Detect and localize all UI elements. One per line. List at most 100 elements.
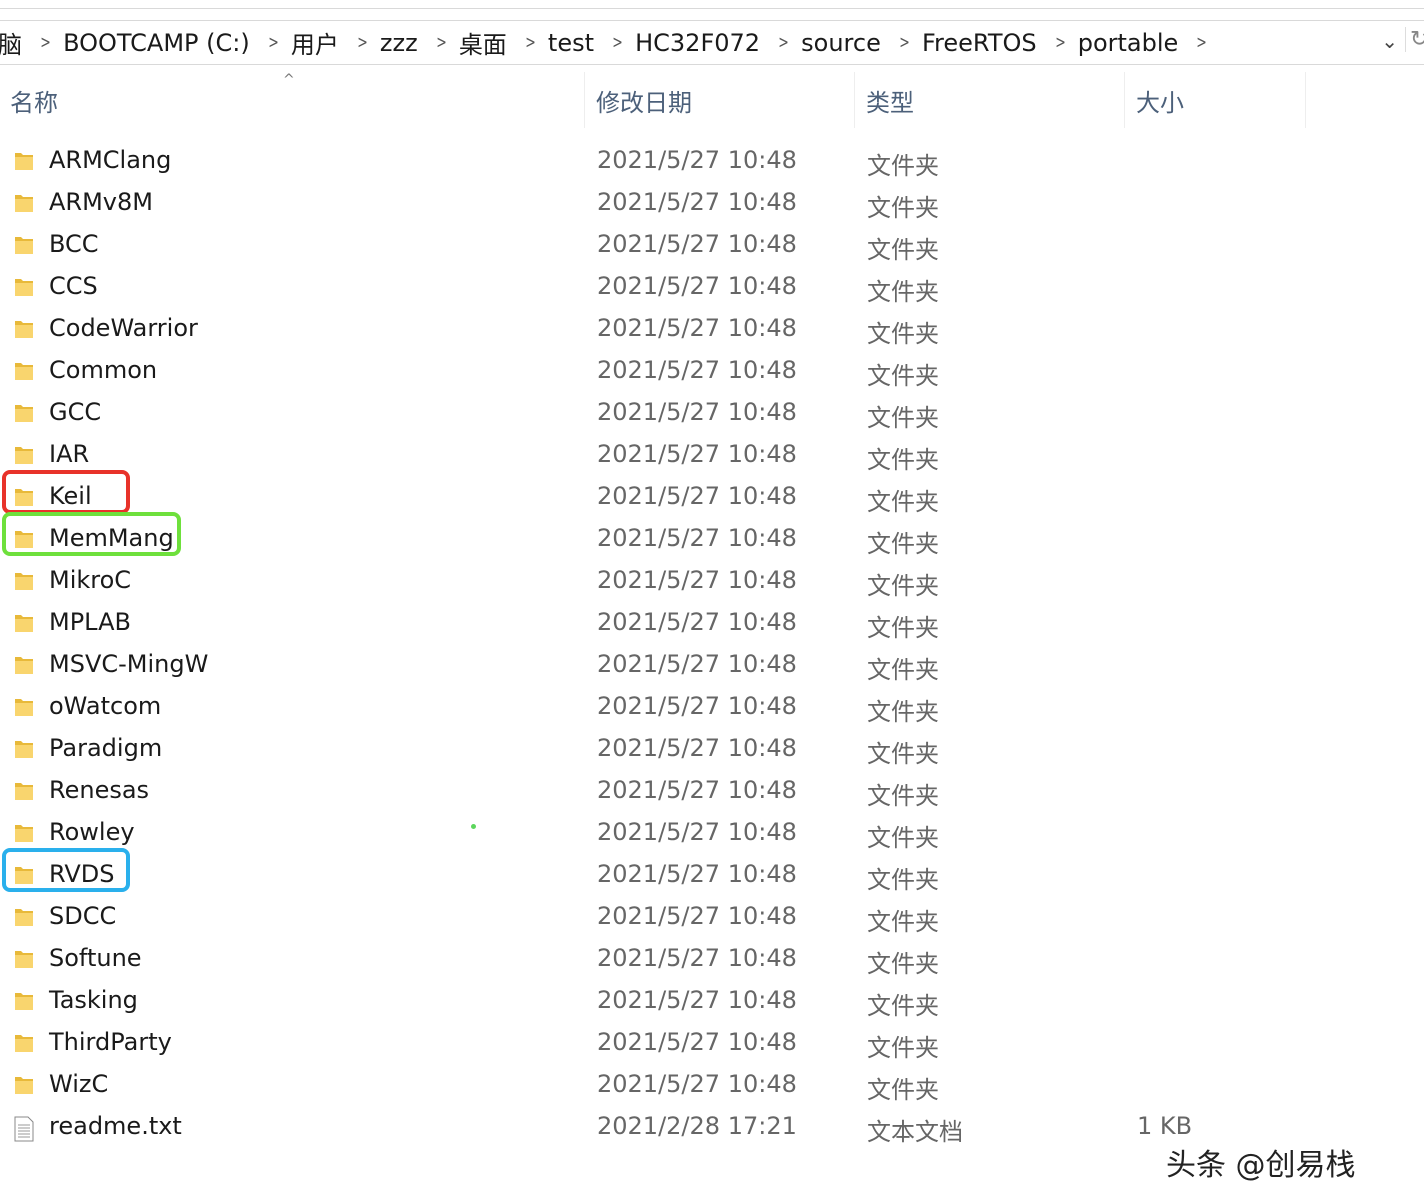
file-type: 文件夹 bbox=[867, 278, 939, 306]
file-name: CCS bbox=[49, 272, 98, 300]
file-name: ThirdParty bbox=[49, 1028, 172, 1056]
breadcrumb-item[interactable]: 脑 bbox=[0, 31, 22, 59]
folder-icon bbox=[14, 318, 34, 340]
file-type: 文件夹 bbox=[867, 1076, 939, 1104]
file-name: Renesas bbox=[49, 776, 150, 804]
chevron-down-icon[interactable]: ⌄ bbox=[1381, 29, 1398, 53]
file-name: MemMang bbox=[49, 524, 174, 552]
file-date: 2021/5/27 10:48 bbox=[597, 230, 797, 258]
breadcrumb-item[interactable]: source bbox=[801, 28, 881, 57]
file-date: 2021/5/27 10:48 bbox=[597, 986, 797, 1014]
file-date: 2021/5/27 10:48 bbox=[597, 188, 797, 216]
breadcrumb-item[interactable]: 桌面 bbox=[458, 31, 507, 59]
folder-icon bbox=[14, 780, 34, 802]
file-row[interactable]: WizC 2021/5/27 10:48 文件夹 bbox=[0, 1064, 1424, 1106]
chevron-right-icon[interactable]: > bbox=[778, 32, 789, 53]
column-type[interactable]: 类型 bbox=[856, 72, 1125, 128]
file-name: oWatcom bbox=[49, 692, 162, 720]
file-name: WizC bbox=[49, 1070, 109, 1098]
file-type: 文件夹 bbox=[867, 488, 939, 516]
file-date: 2021/5/27 10:48 bbox=[597, 776, 797, 804]
chevron-right-icon[interactable]: > bbox=[435, 32, 447, 53]
highlight-box bbox=[2, 470, 130, 514]
breadcrumb-item[interactable]: test bbox=[547, 28, 594, 57]
chevron-right-icon[interactable]: > bbox=[267, 32, 279, 53]
folder-icon bbox=[14, 1074, 34, 1096]
chevron-right-icon[interactable]: > bbox=[899, 32, 910, 53]
folder-icon bbox=[14, 360, 34, 382]
file-type: 文件夹 bbox=[867, 740, 939, 768]
folder-icon bbox=[14, 1032, 34, 1054]
column-size[interactable]: 大小 bbox=[1126, 72, 1306, 128]
chevron-right-icon[interactable]: > bbox=[612, 32, 623, 53]
folder-icon bbox=[14, 906, 34, 928]
breadcrumb-item[interactable]: FreeRTOS bbox=[921, 28, 1037, 57]
text-file-icon bbox=[14, 1116, 34, 1142]
file-row[interactable]: CCS 2021/5/27 10:48 文件夹 bbox=[0, 266, 1424, 308]
chevron-right-icon[interactable]: > bbox=[1054, 32, 1066, 53]
file-date: 2021/5/27 10:48 bbox=[597, 524, 797, 552]
folder-icon bbox=[14, 612, 34, 634]
breadcrumb-item[interactable]: HC32F072 bbox=[635, 28, 761, 57]
file-name: Tasking bbox=[49, 986, 138, 1014]
file-date: 2021/5/27 10:48 bbox=[597, 440, 797, 468]
file-date: 2021/5/27 10:48 bbox=[597, 860, 797, 888]
chevron-right-icon[interactable]: > bbox=[357, 32, 368, 53]
watermark: 头条 @创易栈 bbox=[1166, 1148, 1356, 1183]
file-name: Softune bbox=[49, 944, 142, 972]
folder-icon bbox=[14, 738, 34, 760]
divider bbox=[0, 8, 1424, 9]
folder-icon bbox=[14, 486, 34, 508]
folder-icon bbox=[14, 864, 34, 886]
folder-icon bbox=[14, 570, 34, 592]
column-name[interactable]: 名称 bbox=[0, 72, 585, 128]
breadcrumb-item[interactable]: BOOTCAMP (C:) bbox=[63, 28, 250, 57]
breadcrumb-item[interactable]: portable bbox=[1077, 28, 1179, 57]
file-type: 文件夹 bbox=[867, 320, 939, 348]
file-date: 2021/5/27 10:48 bbox=[597, 1070, 797, 1098]
column-date[interactable]: 修改日期 bbox=[586, 72, 855, 128]
refresh-icon[interactable]: ↻ bbox=[1405, 27, 1424, 52]
chevron-right-icon[interactable]: > bbox=[525, 32, 536, 53]
breadcrumb-item[interactable]: 用户 bbox=[290, 31, 339, 59]
file-type: 文件夹 bbox=[867, 194, 939, 222]
folder-icon bbox=[14, 402, 34, 424]
highlight-box bbox=[2, 512, 181, 556]
file-type: 文件夹 bbox=[867, 950, 939, 978]
file-name: MikroC bbox=[49, 566, 132, 594]
file-date: 2021/5/27 10:48 bbox=[597, 566, 797, 594]
file-type: 文件夹 bbox=[867, 1034, 939, 1062]
chevron-right-icon[interactable]: > bbox=[40, 32, 51, 53]
chevron-right-icon[interactable]: > bbox=[1196, 32, 1208, 53]
file-name: RVDS bbox=[49, 860, 115, 888]
file-name: CodeWarrior bbox=[49, 314, 198, 342]
breadcrumb-item[interactable]: zzz bbox=[379, 28, 418, 57]
file-size: 1 KB bbox=[1137, 1112, 1193, 1140]
file-date: 2021/5/27 10:48 bbox=[597, 356, 797, 384]
address-bar[interactable]: 脑 > BOOTCAMP (C:) > 用户 > zzz > 桌面 > test > HC32F072 >… bbox=[0, 20, 1424, 65]
file-date: 2021/5/27 10:48 bbox=[597, 272, 797, 300]
file-name: MPLAB bbox=[49, 608, 131, 636]
